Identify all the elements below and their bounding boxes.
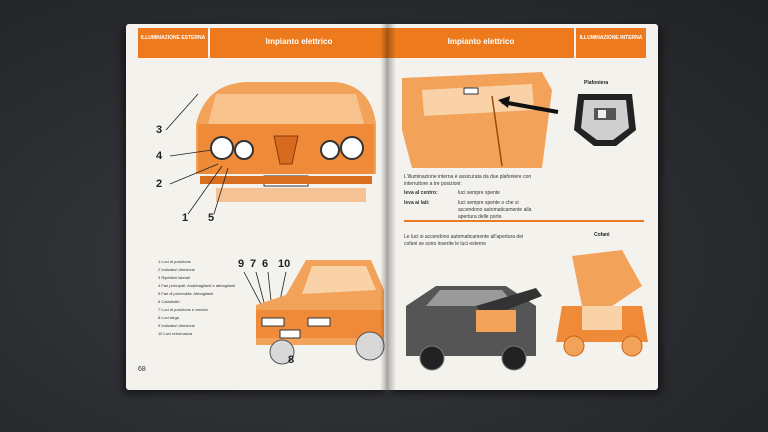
legend-item: 6 Catadiottri — [158, 299, 180, 304]
rear-car-illustration — [256, 260, 385, 365]
section-divider — [404, 220, 644, 222]
right-header-title: Impianto elettrico — [447, 37, 515, 46]
legend-item: 10 Luci retromarcia — [158, 331, 193, 336]
legend-item: 1 Luci di posizione — [158, 259, 191, 264]
right-header-tab: ILLUMINAZIONE INTERNA — [576, 28, 646, 58]
bonnet-illustration — [556, 250, 648, 357]
cofani-text: Le luci si accendono automaticamente all… — [404, 234, 524, 247]
intro-text: L'illuminazione interna è assicurata da … — [404, 174, 532, 187]
book-gutter — [380, 24, 396, 390]
callout-10: 10 — [278, 258, 291, 270]
callout-6: 6 — [262, 258, 269, 270]
trunk-illustration — [406, 286, 542, 371]
leva-lati-label: leva ai lati: — [404, 200, 430, 206]
cofani-label: Cofani — [594, 232, 610, 238]
callout-7: 7 — [250, 258, 257, 270]
dome-light-icon — [574, 94, 636, 146]
page-number: 68 — [138, 366, 146, 373]
plafoniera-label: Plafoniera — [584, 80, 609, 86]
lights-legend: 1 Luci di posizione 2 Indicatori direzio… — [158, 258, 248, 338]
callout-4: 4 — [156, 150, 163, 162]
left-header-title: Impianto elettrico — [265, 37, 333, 46]
callout-3: 3 — [156, 124, 163, 136]
callout-9: 9 — [238, 258, 245, 270]
legend-item: 4 Fari principali: Anabbaglianti e abbag… — [158, 283, 236, 288]
legend-item: 9 Indicatori direzione — [158, 323, 195, 328]
left-header-tab: ILLUMINAZIONE ESTERNA — [138, 28, 208, 58]
open-manual: ILLUMINAZIONE ESTERNA Impianto elettrico — [118, 24, 666, 394]
callout-2: 2 — [156, 178, 163, 190]
leva-centro-value: luci sempre spente — [458, 190, 500, 196]
interior-roof-illustration — [402, 72, 559, 168]
legend-item: 3 Ripetitori laterali — [158, 275, 191, 280]
callout-5: 5 — [208, 212, 215, 224]
legend-item: 8 Luci targa — [158, 315, 179, 320]
right-page: Impianto elettrico ILLUMINAZIONE INTERNA… — [388, 24, 658, 390]
legend-item: 7 Luci di posizione e arresto — [158, 307, 208, 312]
legend-item: 5 Fari di profondità: Abbaglianti — [158, 291, 214, 296]
leva-lati-value: luci sempre spente o che si accendono au… — [458, 200, 532, 220]
right-header: Impianto elettrico — [388, 28, 574, 58]
left-page: ILLUMINAZIONE ESTERNA Impianto elettrico — [126, 24, 388, 390]
left-header-tab-text: ILLUMINAZIONE ESTERNA — [140, 35, 206, 41]
legend-item: 2 Indicatori direzione — [158, 267, 195, 272]
leva-centro-label: leva al centro: — [404, 190, 438, 196]
callout-1: 1 — [182, 212, 189, 224]
left-header: Impianto elettrico — [210, 28, 388, 58]
right-header-tab-text: ILLUMINAZIONE INTERNA — [579, 35, 643, 41]
callout-8: 8 — [288, 354, 295, 366]
front-car-illustration — [196, 82, 376, 202]
